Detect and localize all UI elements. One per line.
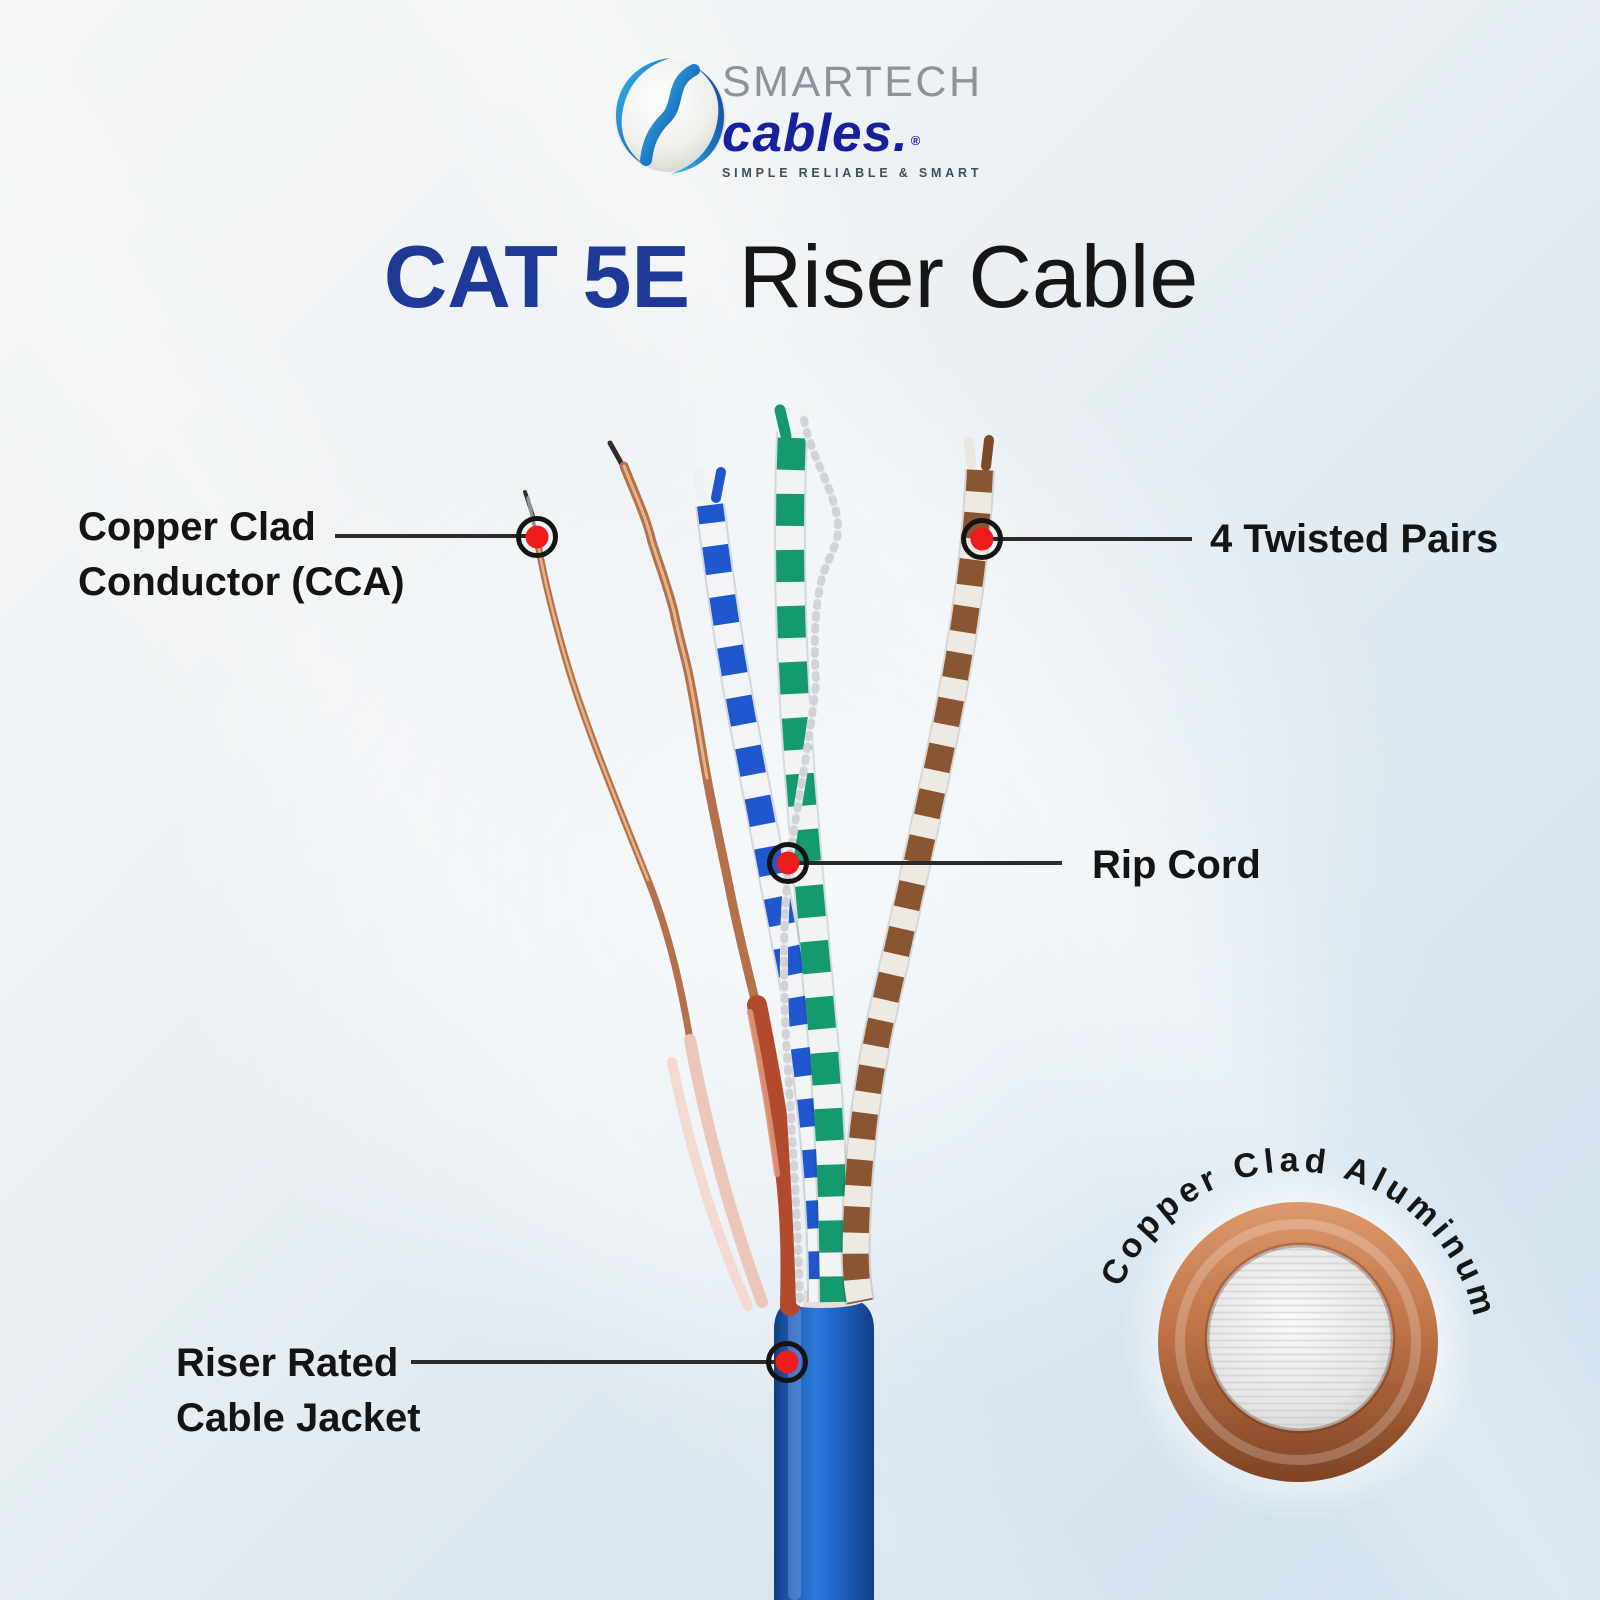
riser-jacket bbox=[774, 1290, 874, 1600]
cca-cross-section-inset: Copper Clad Aluminum bbox=[1093, 1141, 1500, 1520]
marker-rip-cord bbox=[767, 842, 809, 884]
callout-cca-line2: Conductor (CCA) bbox=[78, 560, 405, 604]
callout-markers bbox=[516, 516, 1003, 1383]
brand-logo: SMARTECH cables.® SIMPLE RELIABLE & SMAR… bbox=[0, 0, 1600, 200]
logo-swoosh-right bbox=[670, 66, 724, 174]
green-white-twisted-pair bbox=[774, 404, 850, 1303]
callout-twisted-pairs: 4 Twisted Pairs bbox=[1210, 517, 1499, 561]
callout-rip-cord: Rip Cord bbox=[1092, 843, 1261, 887]
callout-cca-line1: Copper Clad bbox=[78, 505, 316, 549]
registered-mark: ® bbox=[910, 133, 922, 148]
copper-wavy-wire bbox=[607, 440, 762, 1013]
marker-jacket bbox=[766, 1341, 808, 1383]
marker-cca bbox=[516, 516, 558, 558]
logo-swoosh-left bbox=[616, 58, 670, 166]
brand-subname: cables.® bbox=[722, 103, 1142, 164]
callout-copper-clad-conductor: Copper Clad Conductor (CCA) bbox=[78, 500, 405, 610]
brand-wordmark: SMARTECH cables.® SIMPLE RELIABLE & SMAR… bbox=[722, 58, 1142, 180]
brand-tagline: SIMPLE RELIABLE & SMART bbox=[722, 166, 983, 180]
logo-s-curve bbox=[640, 64, 700, 166]
marker-twisted-pairs bbox=[961, 518, 1003, 560]
brand-subname-text: cables. bbox=[722, 104, 909, 163]
title-product: CAT 5E bbox=[383, 227, 691, 326]
brand-name: SMARTECH bbox=[722, 58, 983, 106]
callout-riser-jacket: Riser Rated Cable Jacket bbox=[176, 1336, 421, 1446]
rip-cord-string bbox=[780, 416, 843, 1306]
callout-jacket-line1: Riser Rated bbox=[176, 1341, 399, 1385]
copper-clad-conductor-wire bbox=[523, 490, 768, 1311]
logo-globe-icon bbox=[614, 58, 726, 174]
title-rest: Riser Cable bbox=[738, 227, 1199, 326]
brown-white-twisted-pair bbox=[840, 435, 995, 1305]
callout-jacket-line2: Cable Jacket bbox=[176, 1396, 421, 1440]
callout-leader-lines bbox=[335, 534, 1192, 1364]
orange-conductor-wire bbox=[747, 995, 801, 1316]
page-title: CAT 5E Riser Cable bbox=[0, 226, 1582, 328]
